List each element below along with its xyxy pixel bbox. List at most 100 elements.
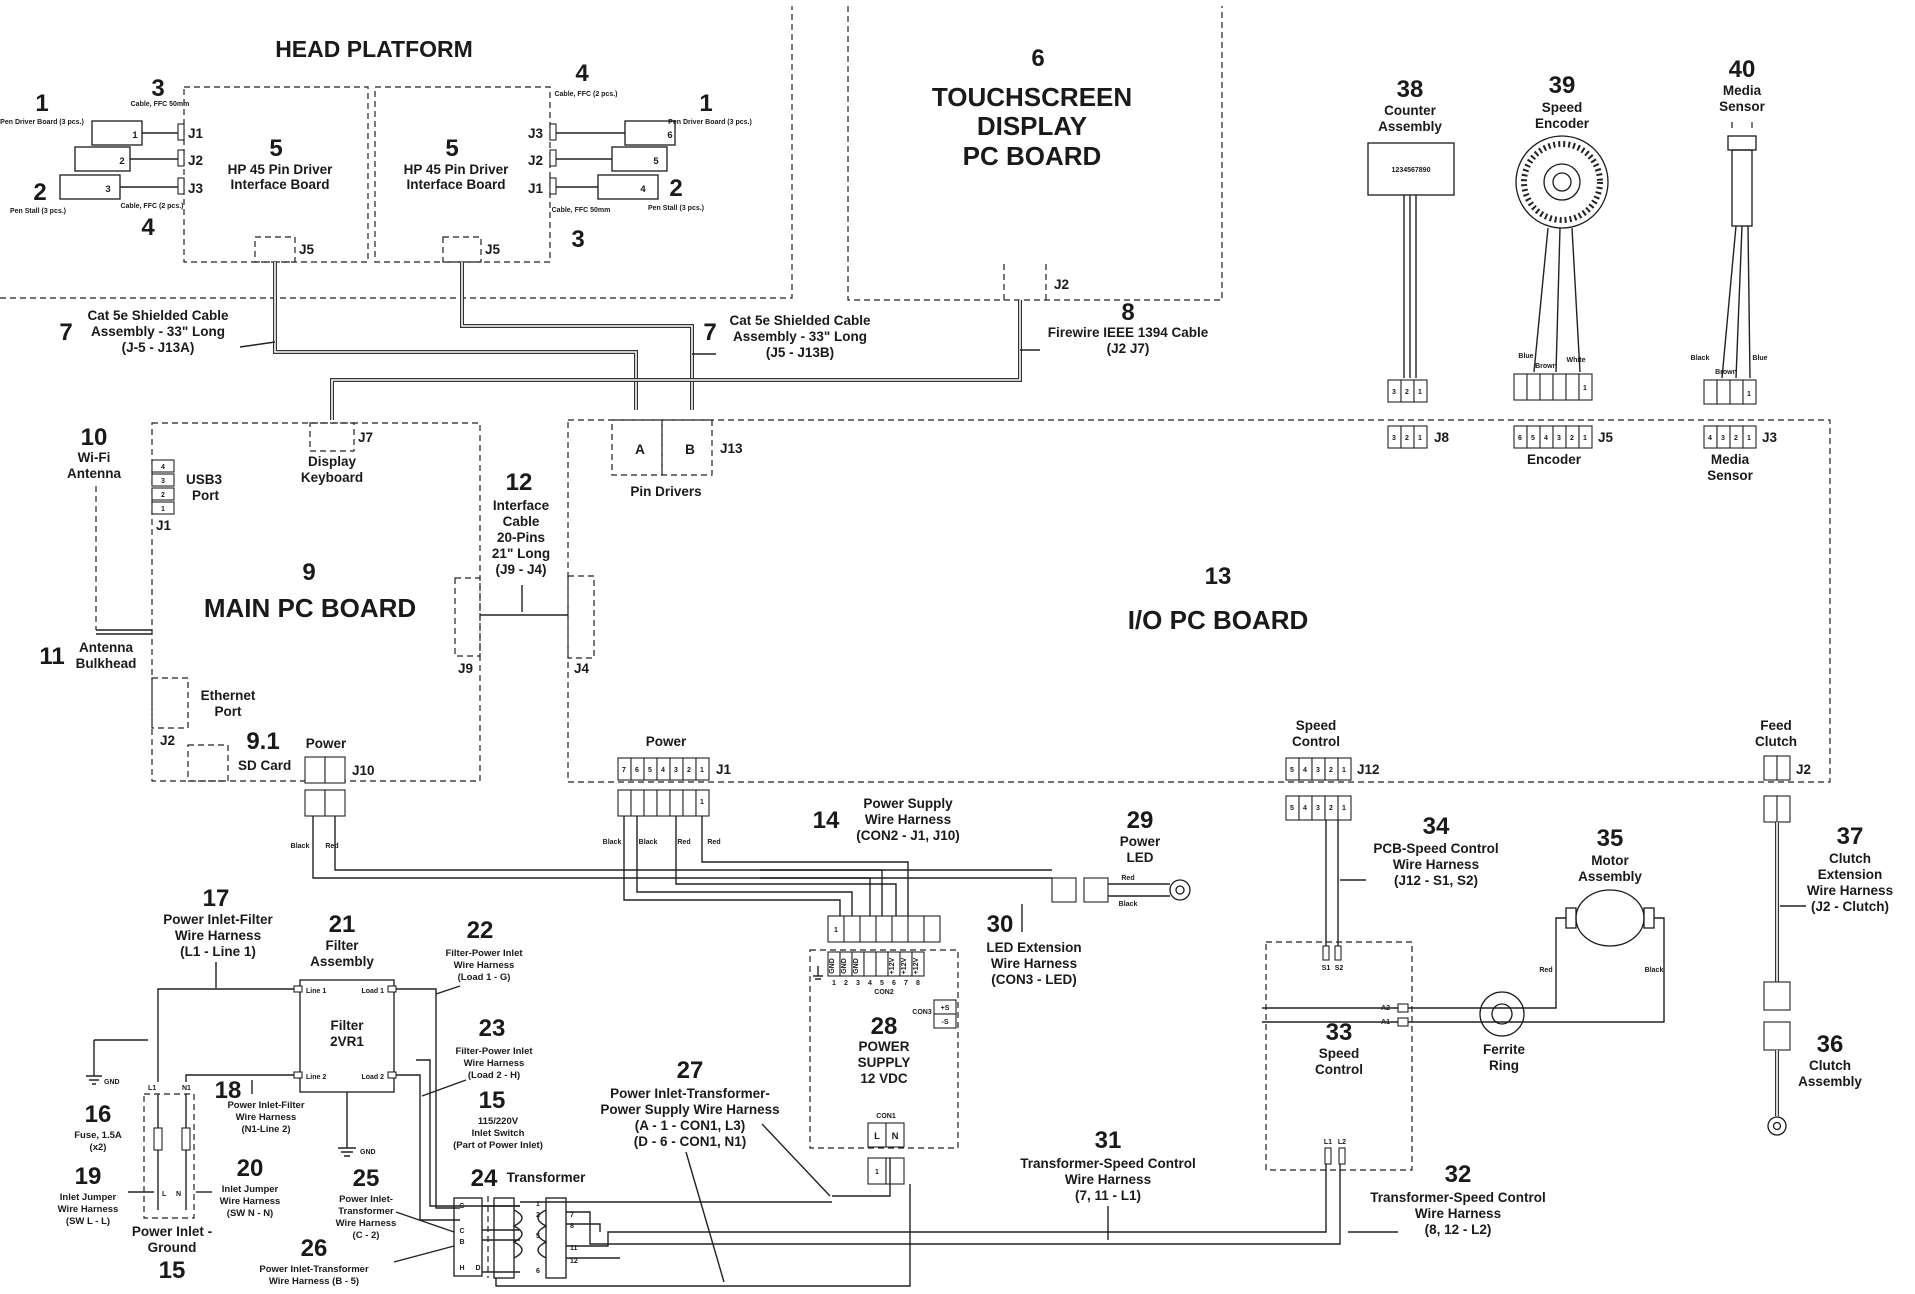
pitp-line2: Power Supply Wire Harness	[600, 1102, 779, 1117]
iface-line2: Cable	[503, 514, 540, 529]
counter-plug-pin-1: 1	[1418, 389, 1422, 396]
ref-30: 30	[987, 911, 1014, 938]
usb-pin-3: 3	[161, 478, 165, 485]
tr-pin-11: 11	[570, 1245, 578, 1252]
ref-6: 6	[1031, 45, 1044, 72]
hp45-left-line2: Interface Board	[230, 177, 329, 192]
jumper19-line2: Wire Harness	[58, 1204, 119, 1215]
power-led: Red Black 29 Power LED 30 LED Extension …	[760, 807, 1191, 987]
motor-line2: Assembly	[1578, 869, 1642, 884]
led-wire-red: Red	[1121, 875, 1134, 882]
ethernet-line1: Ethernet	[201, 688, 256, 703]
wifi-antenna: 10 Wi-Fi Antenna 11 Antenna Bulkhead	[39, 424, 152, 671]
ref-12: 12	[506, 469, 533, 496]
pitp-line3: (A - 1 - CON1, L3)	[635, 1118, 746, 1133]
media-wire-brown: Brown	[1715, 369, 1737, 376]
speed-encoder: 39 Speed Encoder Blue Brown White 1	[1513, 72, 1609, 401]
clutch-asm-line1: Clutch	[1809, 1058, 1851, 1073]
hp45-board-right	[374, 86, 551, 263]
con2-header: GND GND GND +12V +12V +12V 1 2 3 4 5 6 7…	[827, 951, 925, 996]
clutch-ext-line3: Wire Harness	[1807, 883, 1893, 898]
pif18-line3: (N1-Line 2)	[241, 1124, 290, 1135]
ref-8: 8	[1121, 299, 1134, 326]
pen-slot-5-right: 5	[653, 156, 659, 167]
media-header-line2: Sensor	[1707, 468, 1754, 483]
j12-label: J12	[1357, 762, 1380, 777]
ref-35: 35	[1597, 825, 1624, 852]
tsc31-line1: Transformer-Speed Control	[1020, 1156, 1196, 1171]
ref-2-right: 2	[669, 175, 682, 202]
j2-left: J2	[188, 153, 203, 168]
pen-drivers-left: 1 Pen Driver Board (3 pcs.) 2 Pen Stall …	[0, 75, 203, 241]
ref-13: 13	[1205, 563, 1232, 590]
clutch-asm-line2: Assembly	[1798, 1074, 1862, 1089]
inlet-l1: L1	[148, 1085, 156, 1092]
con1-n: N	[892, 1131, 899, 1142]
cable-ffc-50mm-right: Cable, FFC 50mm	[552, 207, 611, 214]
fpi1-line1: Filter-Power Inlet	[445, 948, 523, 959]
iface-line4: 21" Long	[492, 546, 550, 561]
tsc31-line3: (7, 11 - L1)	[1075, 1188, 1141, 1203]
ground-line2: Ground	[148, 1240, 197, 1255]
iface-line1: Interface	[493, 498, 550, 513]
speed-control-header-line1: Speed	[1296, 718, 1337, 733]
ref-16: 16	[85, 1101, 112, 1128]
con2-num-7: 7	[904, 980, 908, 987]
pcb-speed-line2: Wire Harness	[1393, 857, 1479, 872]
ref-14: 14	[813, 807, 840, 834]
pcb-speed-line3: (J12 - S1, S2)	[1394, 873, 1478, 888]
ref-3-left: 3	[151, 75, 164, 102]
ref-36: 36	[1817, 1031, 1844, 1058]
sc-l1-label: L1	[1324, 1139, 1332, 1146]
cat5-right-line1: Cat 5e Shielded Cable	[729, 313, 871, 328]
j13-a-label: A	[635, 442, 645, 457]
encoder-label: Encoder	[1527, 452, 1582, 467]
s2-label: S2	[1335, 965, 1344, 972]
filter-load1-terminal: Load 1	[361, 988, 384, 995]
tsc32-line2: Wire Harness	[1415, 1206, 1501, 1221]
hp45-left-line1: HP 45 Pin Driver	[228, 162, 334, 177]
j2-right: J2	[528, 153, 543, 168]
enc-wire-brown: Brown	[1535, 363, 1557, 370]
fpi1-line2: Wire Harness	[454, 960, 515, 971]
counter-plug-pin-2: 2	[1405, 389, 1409, 396]
touchscreen-board: 6 TOUCHSCREEN DISPLAY PC BOARD J2	[847, 6, 1223, 301]
iface-line3: 20-Pins	[497, 530, 545, 545]
con2-num-4: 4	[868, 980, 872, 987]
cat5-left-line2: Assembly - 33" Long	[91, 324, 225, 339]
inlet-gnd: GND	[104, 1079, 120, 1086]
j1-left: J1	[188, 126, 204, 141]
fuse-line2: (x2)	[90, 1142, 107, 1153]
ref-4-right: 4	[575, 60, 589, 87]
ref-15-switch: 15	[479, 1087, 506, 1114]
power-supply-harness: Black Red 1 Black Black Red Red 14 Power…	[291, 789, 960, 916]
con2-num-8: 8	[916, 980, 920, 987]
fpi2-line1: Filter-Power Inlet	[455, 1046, 533, 1057]
tr-pin-8: 8	[570, 1223, 574, 1230]
speed-control-line2: Control	[1315, 1062, 1363, 1077]
ethernet-line2: Port	[215, 704, 243, 719]
io-plug-pin-1: 1	[700, 799, 704, 806]
pen-slot-1-left: 1	[132, 130, 138, 141]
media-sensor: 40 Media Sensor Black Brown Blue 1	[1691, 56, 1768, 405]
io-pc-title: I/O PC BOARD	[1128, 605, 1309, 635]
terminal-c: C	[459, 1228, 464, 1235]
display-line2: Keyboard	[301, 470, 363, 485]
usb-line2: Port	[192, 488, 220, 503]
pen-slot-2-left: 2	[119, 156, 124, 167]
con2-gnd-2: GND	[841, 958, 848, 974]
j5-left-connector	[254, 236, 296, 263]
main-pc-title: MAIN PC BOARD	[204, 593, 416, 623]
j12-plug-pin-3: 3	[1316, 805, 1320, 812]
pen-driver-board-left: Pen Driver Board (3 pcs.)	[0, 119, 84, 126]
j1-io-label: J1	[716, 762, 732, 777]
psu-harness-line2: Wire Harness	[865, 812, 951, 827]
counter-line1: Counter	[1384, 103, 1436, 118]
pit26-line2: Wire Harness (B - 5)	[269, 1276, 359, 1287]
pcb-speed-line1: PCB-Speed Control	[1373, 841, 1498, 856]
sd-card-slot	[187, 744, 229, 782]
j1-io-plug: 1	[617, 789, 710, 817]
ref-3-right: 3	[571, 226, 584, 253]
cat5-right-line2: Assembly - 33" Long	[733, 329, 867, 344]
speed-enc-line1: Speed	[1542, 100, 1583, 115]
